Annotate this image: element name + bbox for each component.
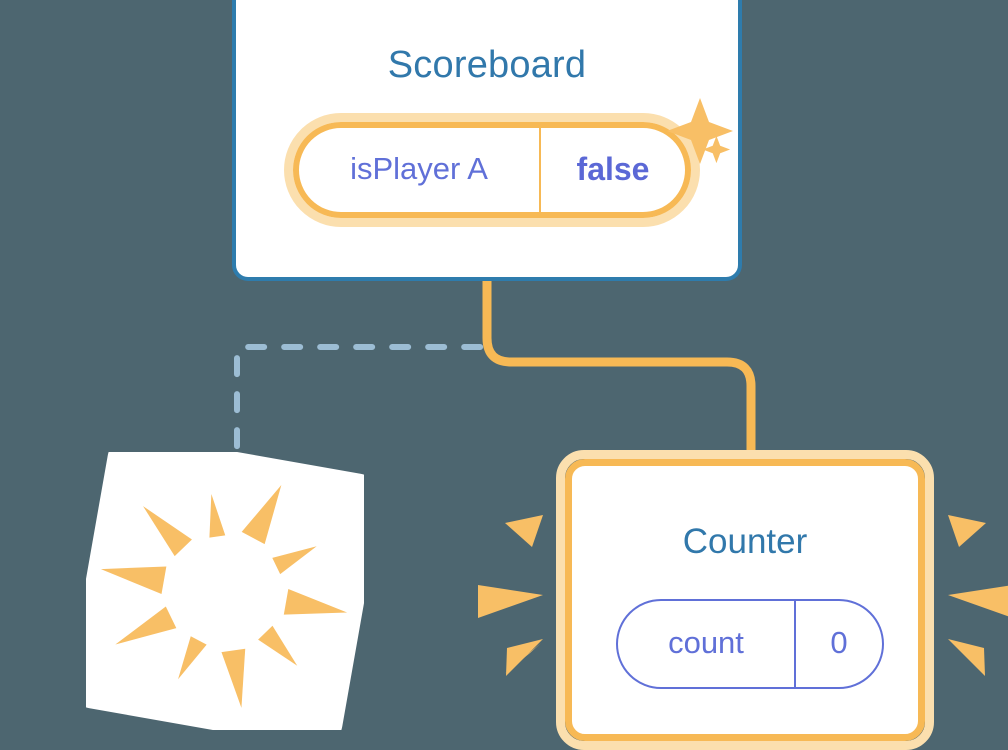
counter-ray-left-top [505,515,543,547]
counter-ray-right-bottom [948,639,985,676]
counter-ray-right-mid [948,585,1008,617]
scoreboard-title: Scoreboard [387,44,587,86]
sparkle-large-icon [667,98,733,164]
counter-ray-right-top [948,515,986,547]
scoreboard-card[interactable]: Scoreboard isPlayer A false [232,0,742,281]
burst-card-surface [68,434,382,748]
sparkle-small-icon [702,135,731,164]
connector-scoreboard-to-burst-card-dashed [234,278,490,473]
scoreboard-state-pill-inner: isPlayer A false [293,122,691,218]
connector-scoreboard-to-counter-solid [482,274,756,471]
counter-card-surface: Counter count 0 [565,459,925,741]
scoreboard-state-value: false [576,150,650,187]
counter-title: Counter [682,522,808,561]
counter-card[interactable]: Counter count 0 [556,450,934,750]
counter-state-pill[interactable]: count 0 [616,599,884,689]
burst-rays [100,485,348,708]
counter-state-key: count [618,601,796,687]
burst-card-graphic [68,434,382,748]
burst-card[interactable] [68,434,382,748]
counter-ray-left-bottom [506,639,543,676]
scoreboard-state-pill[interactable]: isPlayer A false [284,113,700,227]
counter-ray-left-mid [478,585,543,618]
scoreboard-state-key: isPlayer A [299,128,541,212]
counter-state-value: 0 [830,625,848,660]
